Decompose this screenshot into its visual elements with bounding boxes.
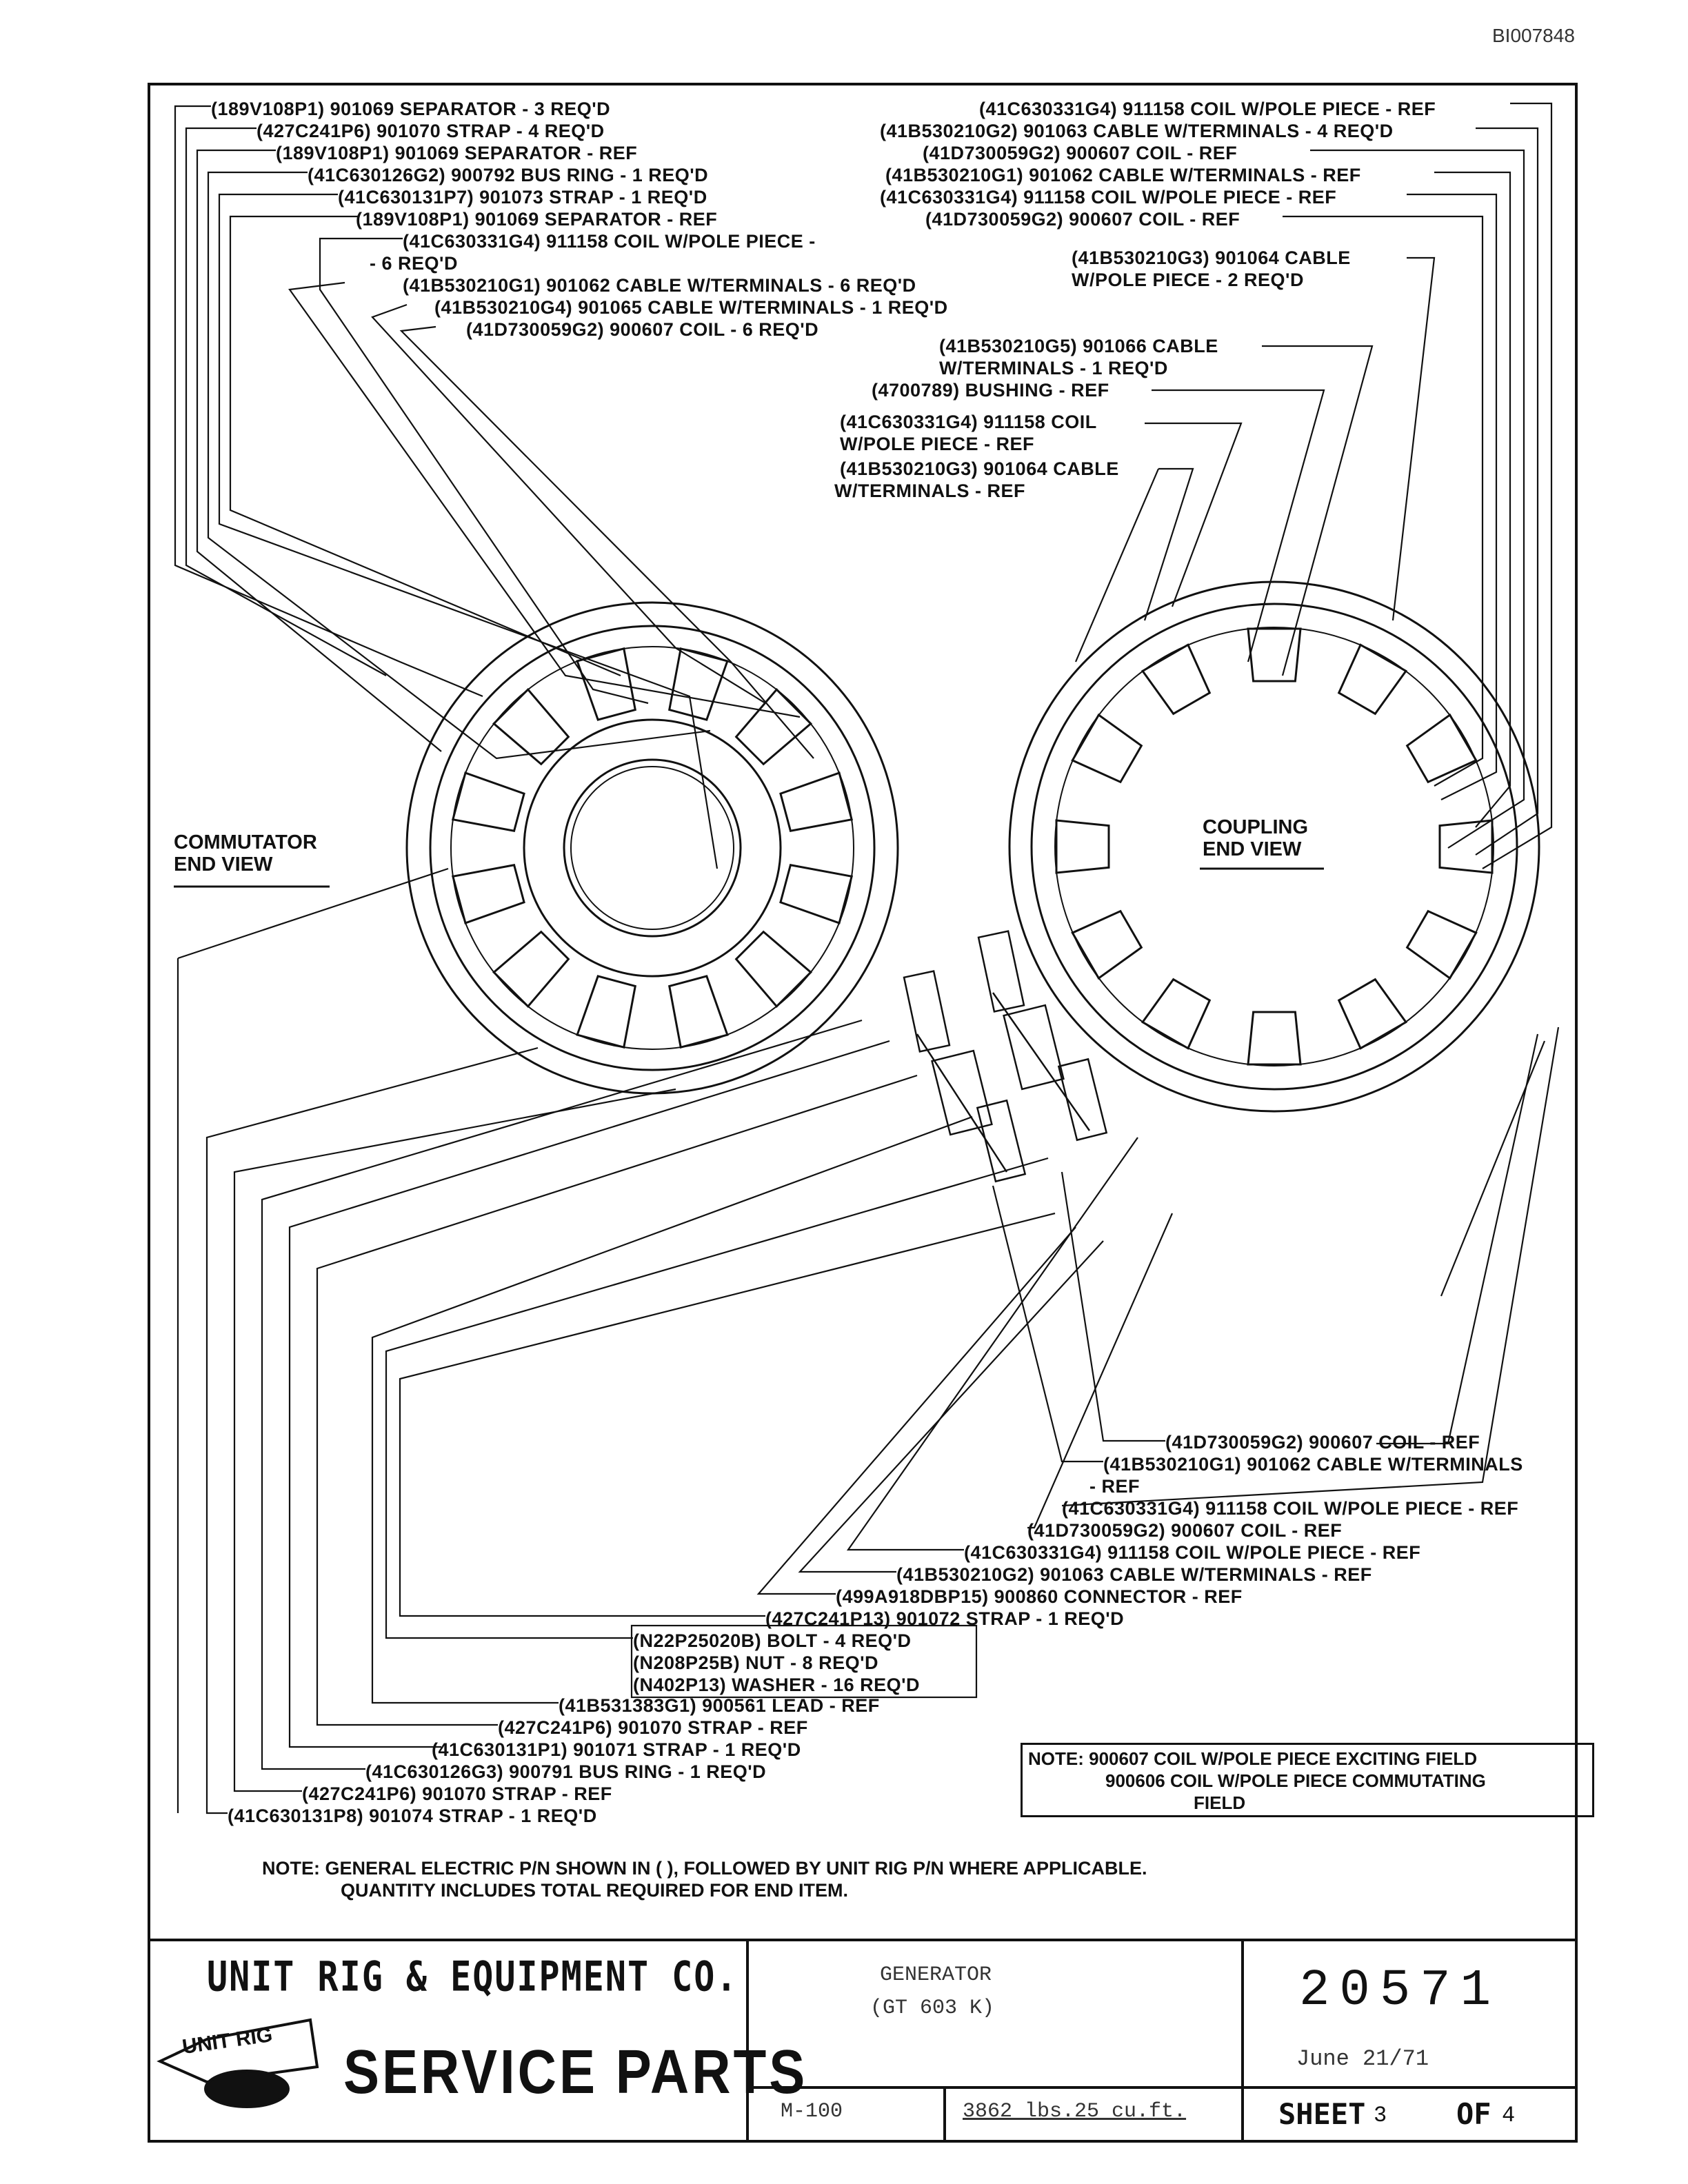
callout-label: W/TERMINALS - 1 REQ'D <box>939 358 1168 378</box>
callout-label: (41C630331G4) 911158 COIL W/POLE PIECE -… <box>880 187 1337 208</box>
pole-piece <box>1405 909 1478 980</box>
general-note-line-2: QUANTITY INCLUDES TOTAL REQUIRED FOR END… <box>341 1880 849 1901</box>
pole-piece <box>1337 978 1408 1050</box>
callout-label: (499A918DBP15) 900860 CONNECTOR - REF <box>836 1586 1243 1607</box>
pole-piece <box>734 930 813 1009</box>
pole-piece <box>667 975 729 1049</box>
pole-piece <box>734 687 813 766</box>
callout-label: W/POLE PIECE - 2 REQ'D <box>1072 270 1304 290</box>
pole-piece <box>779 771 854 833</box>
callout-label: (41B530210G3) 901064 CABLE <box>1072 247 1351 268</box>
pole-piece <box>1438 819 1494 874</box>
commutator-end-view-drawing <box>405 601 899 1095</box>
callout-label: (427C241P13) 901072 STRAP - 1 REQ'D <box>765 1608 1125 1629</box>
pole-piece <box>779 863 854 924</box>
of-label: OF <box>1456 2097 1491 2131</box>
drawing-date: June 21/71 <box>1296 2046 1429 2072</box>
callout-label: (41B530210G3) 901064 CABLE <box>840 458 1119 479</box>
coupling-end-view-drawing <box>1008 580 1540 1113</box>
callout-label: (41D730059G2) 900607 COIL - REF <box>1165 1432 1480 1453</box>
pole-piece <box>492 930 570 1009</box>
pole-piece <box>1247 1011 1302 1066</box>
callout-label: (N208P25B) NUT - 8 REQ'D <box>633 1652 878 1673</box>
callout-label: (41B530210G1) 901062 CABLE W/TERMINALS -… <box>403 275 916 296</box>
company-name: UNIT RIG & EQUIPMENT CO. <box>207 1952 738 2001</box>
pole-piece <box>576 647 637 721</box>
callout-label: (427C241P6) 901070 STRAP - REF <box>302 1783 612 1804</box>
document-id: BI007848 <box>1492 25 1575 46</box>
callout-label: (41C630331G4) 911158 COIL <box>840 412 1097 432</box>
pole-piece <box>1247 627 1302 682</box>
sheet-label: SHEET <box>1278 2097 1366 2131</box>
unit-rig-logo-shape <box>157 2018 319 2108</box>
pole-piece <box>1141 643 1212 716</box>
callout-label: (41C630131P1) 901071 STRAP - 1 REQ'D <box>432 1739 801 1760</box>
weight-volume: 3862 lbs.25 cu.ft. <box>963 2100 1187 2123</box>
brush-holder-parts <box>903 930 1108 1183</box>
callout-label: (41D730059G2) 900607 COIL - 6 REQ'D <box>466 319 819 340</box>
callout-label: (41C630126G3) 900791 BUS RING - 1 REQ'D <box>365 1761 767 1782</box>
pole-piece <box>667 647 729 721</box>
part-number: 20571 <box>1299 1962 1501 2020</box>
pole-piece <box>492 687 570 766</box>
drawing-sheet-border <box>148 83 1578 2143</box>
pole-piece <box>1055 819 1110 874</box>
callout-label: (N402P13) WASHER - 16 REQ'D <box>633 1675 921 1695</box>
pole-piece <box>576 975 637 1049</box>
general-note-line-1: NOTE: GENERAL ELECTRIC P/N SHOWN IN ( ),… <box>262 1858 1147 1879</box>
total-sheets: 4 <box>1502 2103 1516 2128</box>
field-coil-note-box: NOTE: 900607 COIL W/POLE PIECE EXCITING … <box>1021 1743 1594 1817</box>
callout-label: (41C630331G4) 911158 COIL W/POLE PIECE -… <box>979 99 1436 119</box>
pole-piece <box>1405 713 1478 784</box>
pole-piece <box>1071 909 1143 980</box>
callout-label: (41B531383G1) 900561 LEAD - REF <box>559 1695 880 1716</box>
callout-label: (41B530210G4) 901065 CABLE W/TERMINALS -… <box>434 297 948 318</box>
sheet-number: 3 <box>1374 2103 1387 2128</box>
component-model: (GT 603 K) <box>870 1996 995 2020</box>
callout-label: (41C630331G4) 911158 COIL W/POLE PIECE -… <box>964 1542 1421 1563</box>
callout-label: (41B530210G1) 901062 CABLE W/TERMINALS <box>1103 1454 1523 1475</box>
callout-label: (41D730059G2) 900607 COIL - REF <box>925 209 1240 230</box>
callout-label: (41D730059G2) 900607 COIL - REF <box>1027 1520 1343 1541</box>
leader-lines <box>174 102 1560 1814</box>
callout-label: W/POLE PIECE - REF <box>840 434 1035 454</box>
callout-label: (41C630126G2) 900792 BUS RING - 1 REQ'D <box>308 165 709 185</box>
callout-label: (4700789) BUSHING - REF <box>872 380 1109 401</box>
callout-label: (41D730059G2) 900607 COIL - REF <box>923 143 1238 163</box>
callout-label: W/TERMINALS - REF <box>834 481 1025 501</box>
callout-label: (41B530210G2) 901063 CABLE W/TERMINALS -… <box>880 121 1394 141</box>
pole-piece <box>1141 978 1212 1050</box>
callout-label: (N22P25020B) BOLT - 4 REQ'D <box>633 1630 912 1651</box>
component-name: GENERATOR <box>880 1963 992 1987</box>
callout-label: (41C630331G4) 911158 COIL W/POLE PIECE -… <box>1062 1498 1519 1519</box>
coupling-end-view-title: COUPLING END VIEW <box>1203 816 1309 860</box>
callout-label: (41B530210G2) 901063 CABLE W/TERMINALS -… <box>896 1564 1372 1585</box>
callout-label: - 6 REQ'D <box>370 253 458 274</box>
callout-label: (427C241P6) 901070 STRAP - REF <box>498 1717 808 1738</box>
service-parts-title: SERVICE PARTS <box>343 2036 808 2107</box>
callout-label: (189V108P1) 901069 SEPARATOR - REF <box>356 209 718 230</box>
callout-label: (189V108P1) 901069 SEPARATOR - 3 REQ'D <box>211 99 611 119</box>
pole-piece <box>1071 713 1143 784</box>
callout-label: (189V108P1) 901069 SEPARATOR - REF <box>276 143 638 163</box>
callout-label: (41B530210G5) 901066 CABLE <box>939 336 1218 356</box>
callout-label: (41C630131P8) 901074 STRAP - 1 REQ'D <box>228 1806 597 1826</box>
callout-label: (41C630331G4) 911158 COIL W/POLE PIECE - <box>403 231 816 252</box>
pole-piece <box>451 771 525 833</box>
commutator-end-view-title: COMMUTATOR END VIEW <box>174 831 317 876</box>
callout-label: (427C241P6) 901070 STRAP - 4 REQ'D <box>257 121 605 141</box>
callout-label: - REF <box>1089 1476 1140 1497</box>
pole-piece <box>1337 643 1408 716</box>
drawing-code: M-100 <box>781 2100 843 2123</box>
callout-label: (41B530210G1) 901062 CABLE W/TERMINALS -… <box>885 165 1361 185</box>
pole-piece <box>451 863 525 924</box>
callout-label: (41C630131P7) 901073 STRAP - 1 REQ'D <box>338 187 707 208</box>
